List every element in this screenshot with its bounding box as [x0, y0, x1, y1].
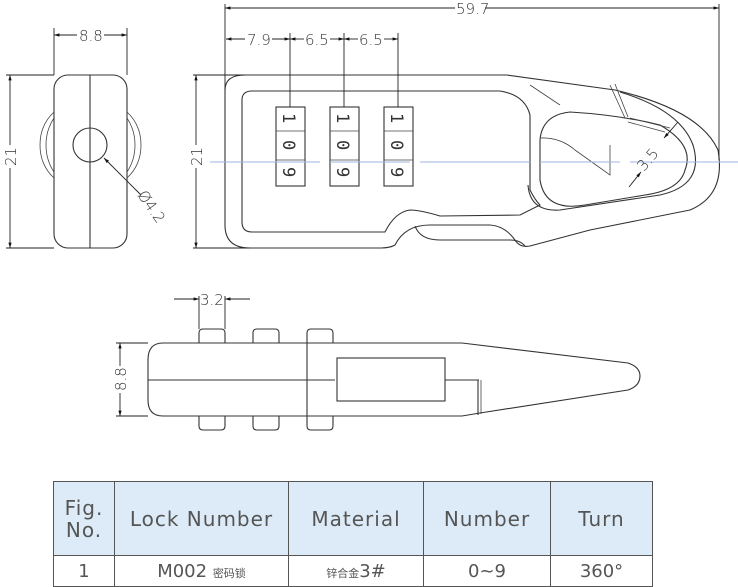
cell-number: 0~9	[423, 555, 551, 587]
shackle-inner-line	[539, 137, 611, 176]
svg-text:1: 1	[386, 113, 406, 123]
header-material: Material	[288, 481, 424, 556]
wheel-1: 1 0 9	[275, 106, 306, 187]
dim-line-shackle	[663, 121, 679, 139]
dim-side-width: 8.8	[79, 27, 103, 45]
cell-lock-number: M002 密码锁	[114, 555, 289, 587]
header-fig-no: Fig. No.	[53, 481, 115, 556]
dim-wheel-offset: 7.9	[247, 31, 271, 49]
wheel-3: 1 0 9	[383, 106, 414, 187]
dim-overall-length: 59.7	[456, 0, 489, 18]
dim-wheel-pitch-1: 6.5	[305, 31, 329, 49]
side-view: 8.8 21 Ø4.2	[2, 27, 169, 249]
header-number: Number	[423, 481, 551, 556]
bottom-recess	[414, 225, 526, 247]
table-row: 1 M002 密码锁 锌合金3# 0~9 360°	[53, 555, 653, 587]
side-bump-left	[39, 111, 55, 179]
header-turn: Turn	[550, 481, 653, 556]
top-wheel-tab-2	[252, 328, 280, 343]
shackle-outer	[527, 91, 697, 211]
front-view: 1 0 9 1 0 9 1 0 9 59.7	[188, 0, 738, 249]
dim-hole-diameter: Ø4.2	[134, 187, 169, 227]
side-bump-right	[126, 111, 142, 179]
svg-text:9: 9	[332, 167, 352, 177]
dim-line-hole	[103, 157, 142, 196]
top-body-outline	[147, 342, 641, 417]
dim-top-thickness: 8.8	[112, 367, 130, 391]
dim-side-height: 21	[2, 147, 20, 166]
cell-fig: 1	[53, 555, 115, 587]
cell-turn: 360°	[550, 555, 653, 587]
wheel-2: 1 0 9	[329, 106, 360, 187]
dim-shackle-thickness: 3.5	[633, 145, 662, 175]
shackle-opening	[539, 111, 688, 207]
svg-text:0: 0	[278, 140, 298, 150]
top-window	[336, 357, 446, 402]
front-inner-outline	[241, 90, 541, 233]
dim-front-height: 21	[188, 147, 206, 166]
dim-wheel-width: 3.2	[200, 291, 224, 309]
top-wheel-tab-1	[198, 328, 226, 343]
svg-text:0: 0	[332, 140, 352, 150]
svg-text:9: 9	[278, 167, 298, 177]
top-view: 3.2 8.8	[112, 291, 641, 431]
svg-text:0: 0	[386, 140, 406, 150]
table-header-row: Fig. No. Lock Number Material Number Tur…	[53, 481, 653, 556]
header-lock-number: Lock Number	[114, 481, 289, 556]
svg-text:1: 1	[332, 113, 352, 123]
svg-text:1: 1	[278, 113, 298, 123]
svg-text:9: 9	[386, 167, 406, 177]
front-body-outline	[224, 74, 720, 249]
side-hole	[72, 127, 108, 163]
cell-material: 锌合金3#	[288, 555, 424, 587]
dim-wheel-pitch-2: 6.5	[359, 31, 383, 49]
top-wheel-tab-3	[306, 328, 334, 343]
spec-table: Fig. No. Lock Number Material Number Tur…	[53, 481, 653, 587]
